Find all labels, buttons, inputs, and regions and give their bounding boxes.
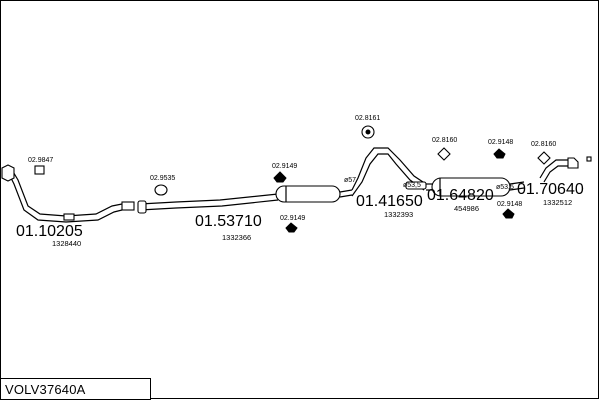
hanger-icon [493, 148, 506, 159]
part-number[interactable]: 01.64820 [427, 187, 494, 204]
rear-silencer[interactable] [426, 177, 525, 197]
part-number[interactable]: 01.70640 [517, 181, 584, 198]
part-number[interactable]: 01.10205 [16, 223, 83, 240]
front-pipe-clamp-icon [63, 213, 75, 221]
rubber-ring-icon [154, 184, 168, 196]
oe-reference: 1332366 [222, 233, 251, 242]
fitting-02-9535[interactable] [154, 184, 168, 196]
fitting-code: 02.9847 [28, 157, 53, 164]
diameter-label: ø53,5 [496, 184, 514, 191]
diameter-label: ø53,5 [403, 182, 421, 189]
fitting-02-9149-lower[interactable] [285, 222, 298, 233]
fitting-02-8161[interactable] [361, 125, 375, 139]
diameter-label: ø57 [344, 177, 356, 184]
rubber-mount-icon [537, 151, 551, 165]
oe-reference: 454986 [454, 204, 479, 213]
fitting-code: 02.9535 [150, 175, 175, 182]
oe-reference: 1332393 [384, 210, 413, 219]
tail-pipe[interactable] [539, 156, 592, 183]
part-number[interactable]: 01.41650 [356, 193, 423, 210]
fitting-02-9148-upper[interactable] [493, 148, 506, 159]
fitting-code: 02.8160 [531, 141, 556, 148]
front-flange-icon [1, 164, 15, 182]
middle-pipe-clamp-icon [137, 200, 147, 214]
fitting-02-8160-mid[interactable] [437, 147, 451, 161]
hanger-icon [285, 222, 298, 233]
oe-reference: 1332512 [543, 198, 572, 207]
bracket-icon [34, 165, 45, 175]
fitting-02-9149-upper[interactable] [273, 171, 287, 183]
fitting-code: 02.9149 [280, 215, 305, 222]
hanger-icon [273, 171, 287, 183]
fitting-code: 02.9148 [488, 139, 513, 146]
assembly-code: VOLV37640A [5, 382, 86, 397]
rubber-mount-icon [437, 147, 451, 161]
fitting-02-9148-lower[interactable] [502, 208, 515, 219]
oe-reference: 1328440 [52, 239, 81, 248]
hanger-icon [502, 208, 515, 219]
intermediate-pipe-clamp-icon [405, 181, 427, 190]
front-pipe-connector-icon [121, 201, 135, 211]
fitting-code: 02.9148 [497, 201, 522, 208]
front-pipe[interactable] [1, 164, 135, 223]
middle-silencer[interactable] [137, 185, 353, 214]
fitting-code: 02.8160 [432, 137, 457, 144]
tail-pipe-end-icon [567, 157, 579, 169]
part-number[interactable]: 01.53710 [195, 213, 262, 230]
fitting-02-8160-rear[interactable] [537, 151, 551, 165]
assembly-code-box: VOLV37640A [0, 378, 151, 400]
tail-marker-icon [586, 156, 592, 162]
fitting-code: 02.8161 [355, 115, 380, 122]
intermediate-pipe[interactable] [351, 147, 427, 197]
fitting-02-9847[interactable] [34, 165, 45, 175]
fitting-code: 02.9149 [272, 163, 297, 170]
